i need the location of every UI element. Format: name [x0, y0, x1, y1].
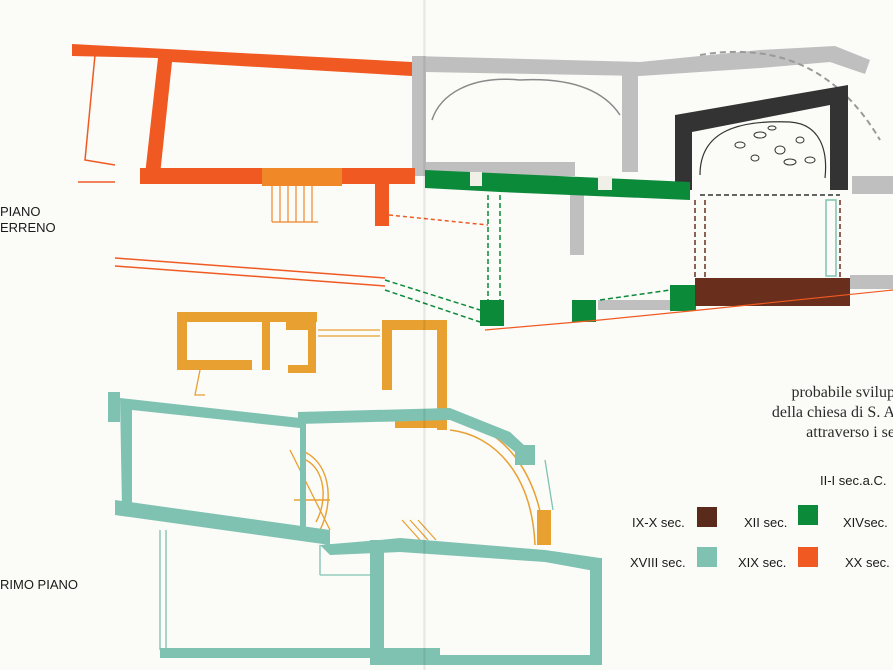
ground-floor-label-1: PIANO: [0, 204, 41, 219]
legend-label-xii: XII sec.: [744, 515, 788, 530]
caption-line-3: attraverso i se: [806, 424, 893, 441]
first-floor-label: RIMO PIANO: [0, 577, 79, 592]
page-fold: [423, 0, 426, 670]
stair-lines: [271, 186, 318, 223]
xviii-thin: [159, 459, 554, 650]
legend-swatch-xix: [798, 547, 818, 567]
legend-swatch-ix-x: [697, 507, 717, 527]
roman-room: [675, 85, 848, 196]
caption-line-2: della chiesa di S. A: [771, 404, 893, 421]
spiral-stair: [294, 449, 330, 531]
ix-x-walls: [694, 199, 850, 306]
gray-dashed-arc: [699, 50, 881, 141]
ground-outer-line: [484, 289, 893, 331]
ground-floor-label-2: ERRENO: [0, 220, 56, 235]
legend-roman: II-I sec.a.C.: [820, 473, 887, 488]
legend-swatch-xii: [798, 505, 818, 525]
arch-outline: [431, 78, 621, 121]
xix-thin-lines: [78, 54, 489, 287]
legend-swatch-xviii: [697, 547, 717, 567]
xii-walls: [425, 170, 696, 326]
legend-label-xx: XX sec.: [845, 555, 890, 570]
stair-lines-2: [401, 519, 437, 541]
ground-floor-plan: [72, 44, 893, 331]
xviii-walls: [108, 392, 602, 665]
legend-label-xiv: XIVsec.: [843, 515, 888, 530]
xiv-thin: [194, 329, 380, 531]
legend-label-ix-x: IX-X sec.: [632, 515, 685, 530]
caption-line-1: probabile svilup: [791, 384, 893, 401]
legend-label-xix: XIX sec.: [738, 555, 787, 570]
xiv-curve-2: [449, 429, 536, 546]
first-floor-plan: [108, 312, 602, 665]
xii-dashed: [384, 195, 671, 323]
legend-label-xviii: XVIII sec.: [630, 555, 686, 570]
xix-walls: [72, 44, 415, 226]
